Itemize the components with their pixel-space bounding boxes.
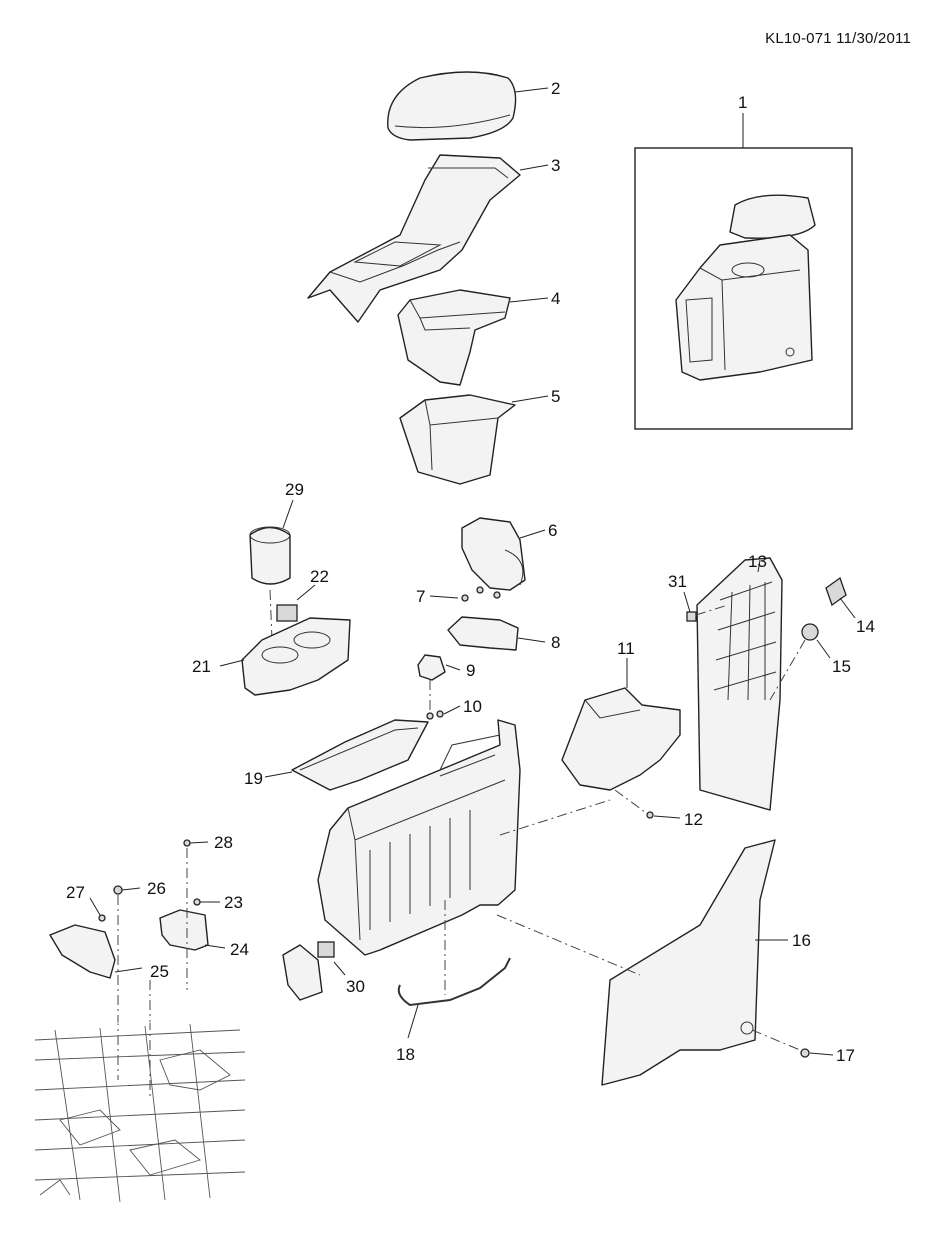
storage-tray-19 (264, 719, 429, 791)
screw-12 (499, 789, 681, 836)
callout-1: 1 (738, 93, 747, 112)
callout-7: 7 (416, 587, 425, 606)
nut-23 (193, 898, 220, 906)
callout-4: 4 (551, 289, 560, 308)
bracket-8 (447, 616, 546, 651)
bracket-9 (417, 654, 461, 720)
console-bezel (397, 289, 549, 386)
callout-8: 8 (551, 633, 560, 652)
switch-30 (282, 941, 346, 1001)
usb-port-14 (825, 576, 856, 619)
callout-21: 21 (192, 657, 211, 676)
callout-24: 24 (230, 940, 249, 959)
callout-5: 5 (551, 387, 560, 406)
callout-2: 2 (551, 79, 560, 98)
screw-17 (751, 1029, 834, 1058)
cupholder-tray (219, 617, 351, 696)
nut-27 (89, 897, 106, 922)
screw-26 (113, 885, 141, 1080)
bolt-28 (183, 839, 209, 990)
callout-10: 10 (463, 697, 482, 716)
callout-26: 26 (147, 879, 166, 898)
callout-18: 18 (396, 1045, 415, 1064)
bracket-25 (49, 924, 143, 979)
console-upper-trim (307, 154, 549, 323)
side-panel-13 (696, 557, 783, 811)
callout-13: 13 (748, 552, 767, 571)
cupholder-insert (249, 499, 294, 585)
console-frame (317, 719, 521, 956)
assembly-inset (634, 113, 853, 430)
side-panel-16 (496, 839, 788, 1086)
power-outlet-15 (769, 623, 831, 701)
callout-25: 25 (150, 962, 169, 981)
floor-pan (31, 1019, 246, 1206)
callout-27: 27 (66, 883, 85, 902)
callout-17: 17 (836, 1046, 855, 1065)
storage-bin (399, 394, 549, 485)
callout-6: 6 (548, 521, 557, 540)
bracket-6 (429, 517, 546, 602)
clip-31 (683, 591, 729, 622)
callout-16: 16 (792, 931, 811, 950)
callout-11: 11 (617, 639, 635, 658)
callout-29: 29 (285, 480, 304, 499)
callout-15: 15 (832, 657, 851, 676)
callout-3: 3 (551, 156, 560, 175)
callout-30: 30 (346, 977, 365, 996)
callout-28: 28 (214, 833, 233, 852)
armrest-lid (387, 71, 549, 141)
wiring-harness-18 (397, 900, 511, 1039)
rear-bracket-11 (561, 658, 681, 791)
callout-12: 12 (684, 810, 703, 829)
callout-31: 31 (668, 572, 687, 591)
callout-14: 14 (856, 617, 875, 636)
callout-19: 19 (244, 769, 263, 788)
callout-labels: 1 2 3 4 5 6 7 8 9 10 11 12 13 14 15 16 1… (66, 79, 875, 1065)
callout-22: 22 (310, 567, 329, 586)
callout-23: 23 (224, 893, 243, 912)
drawing-code: KL10-071 11/30/2011 (765, 30, 911, 47)
clip-22 (269, 584, 316, 641)
callout-9: 9 (466, 661, 475, 680)
bracket-24 (159, 909, 226, 951)
